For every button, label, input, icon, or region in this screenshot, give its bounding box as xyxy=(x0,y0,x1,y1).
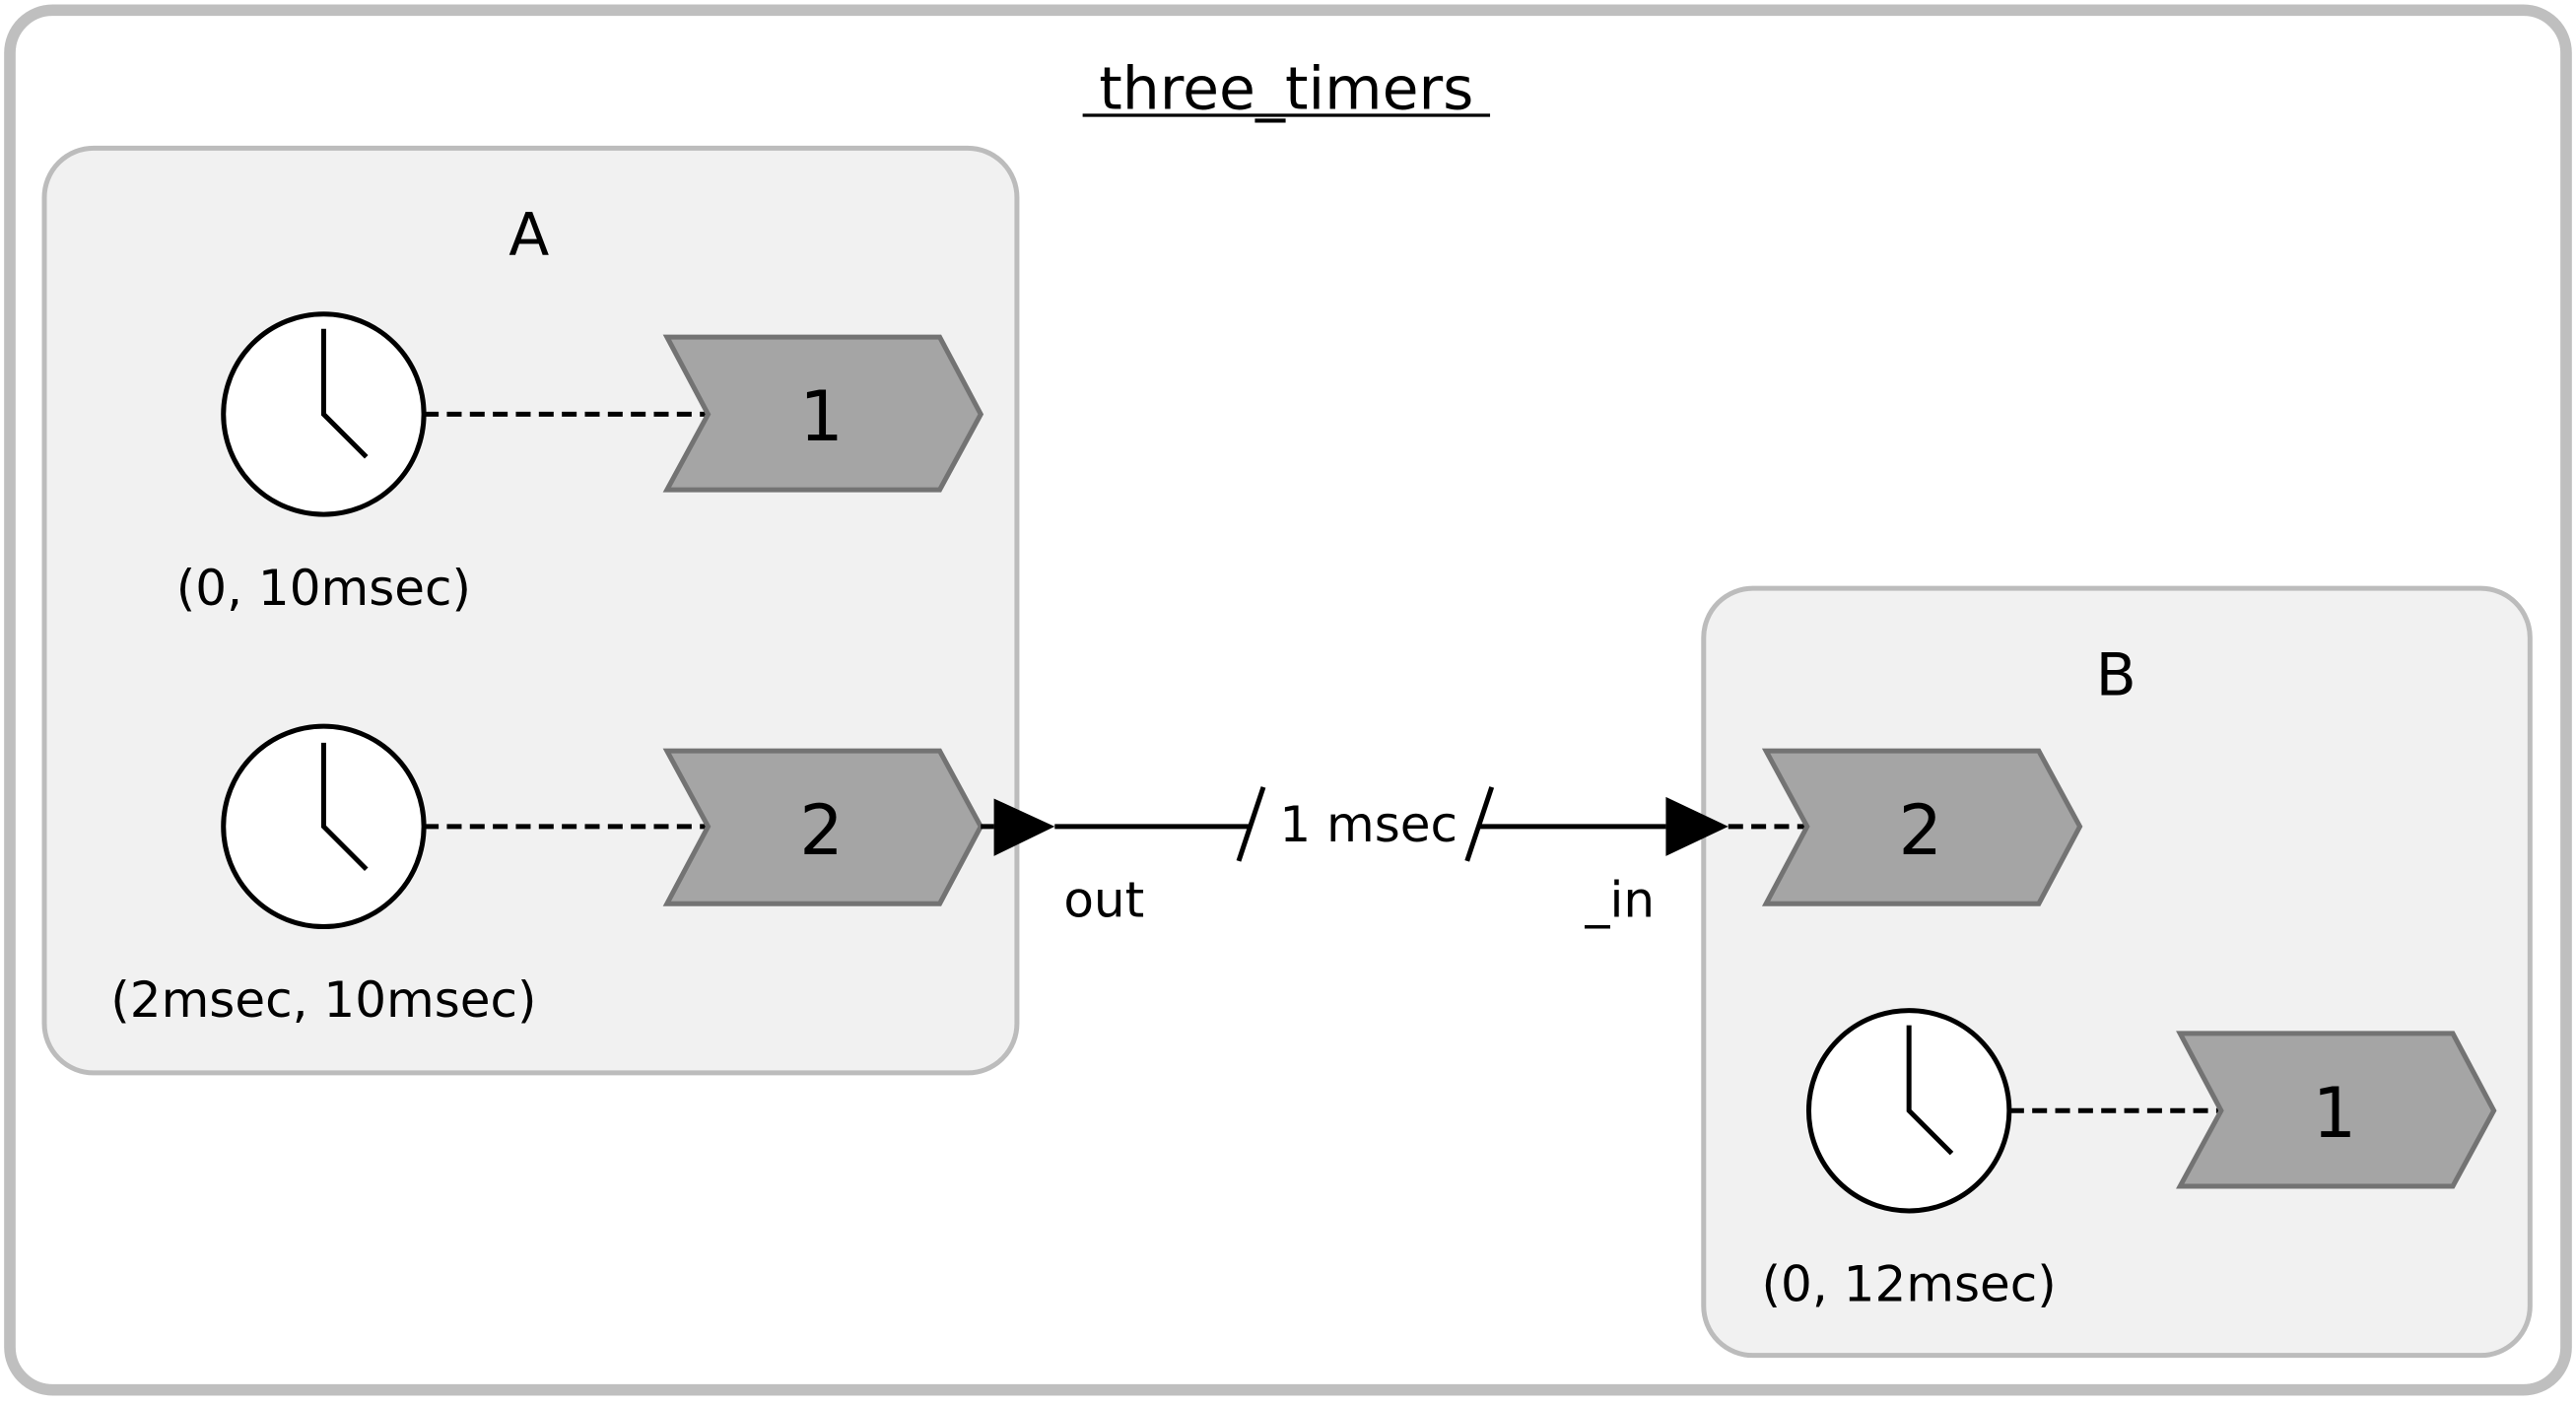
reaction-b-1-shape xyxy=(2176,1031,2497,1189)
delay-tick-left xyxy=(1236,786,1266,862)
reactor-a-label: A xyxy=(508,201,549,270)
connection-delay-label: 1 msec xyxy=(1279,796,1457,853)
reaction-a-1-shape xyxy=(662,334,984,493)
timer-a-1[interactable]: (0, 10msec) xyxy=(176,311,471,617)
timer-b-1-params: (0, 12msec) xyxy=(1762,1256,2057,1313)
reaction-a-2-shape xyxy=(662,748,984,906)
output-port-label: out xyxy=(1063,872,1144,929)
input-port-icon[interactable] xyxy=(1665,796,1729,856)
reaction-a-2[interactable]: 2 xyxy=(662,748,984,906)
input-port-label: _in xyxy=(1584,872,1655,929)
timer-a-2-params: (2msec, 10msec) xyxy=(110,971,536,1029)
timer-a-1-params: (0, 10msec) xyxy=(176,560,471,617)
timer-a-2[interactable]: (2msec, 10msec) xyxy=(110,723,537,1029)
reaction-a-1-label: 1 xyxy=(799,376,844,457)
clock-icon xyxy=(221,723,427,930)
reaction-b-2-label: 2 xyxy=(1899,790,1943,871)
connection-edge[interactable]: 1 msec xyxy=(1054,786,1666,862)
reaction-a-2-label: 2 xyxy=(799,790,844,871)
diagram-title: three_timers xyxy=(1099,54,1473,123)
reaction-b-2-shape xyxy=(1761,748,2083,906)
reactor-a[interactable]: A (0, 10msec) 1 (2msec, 10msec) 2 xyxy=(41,145,1020,1076)
reactor-b-label: B xyxy=(2096,640,2136,709)
reaction-a-1[interactable]: 1 xyxy=(662,334,984,493)
reaction-b-1[interactable]: 1 xyxy=(2176,1031,2497,1189)
clock-icon xyxy=(1805,1008,2012,1214)
reaction-b-2[interactable]: 2 xyxy=(1761,748,2083,906)
clock-icon xyxy=(221,311,427,517)
timer-b-1[interactable]: (0, 12msec) xyxy=(1762,1008,2057,1313)
reaction-b-1-label: 1 xyxy=(2313,1073,2357,1154)
reactor-b[interactable]: B 2 (0, 12msec) 1 xyxy=(1701,585,2533,1359)
output-port-icon[interactable] xyxy=(993,798,1055,856)
